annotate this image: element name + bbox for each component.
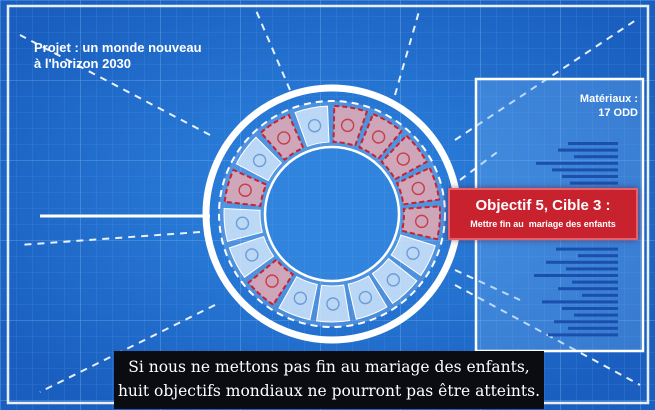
wheel-segment [259,113,305,162]
materials-bar [554,320,618,324]
education-icon [411,181,426,196]
wheel-segment [371,257,418,305]
wheel-segment [223,168,268,207]
wheel-segment [380,134,428,181]
wheel-segment [278,276,318,321]
consumption-icon [245,248,259,262]
climate-icon [235,216,250,230]
ocean-icon [238,183,252,197]
objective-title: Objectif 5, Cible 3 : [475,197,611,214]
cities-icon [265,274,279,288]
project-title-line1: Projet : un monde nouveau [34,40,202,55]
objective-subtitle: Mettre fin au mariage des enfants [470,219,616,229]
materials-bar [552,168,618,172]
subtitle-line1: Si nous ne mettons pas fin au mariage de… [128,358,530,376]
materials-bar [582,293,618,297]
wheel-segment [247,258,295,306]
wheel-segment [400,205,441,241]
objective-card: Objectif 5, Cible 3 : Mettre fin au mari… [448,188,638,240]
work-icon [358,290,373,305]
wheel-inner-ring [263,145,401,283]
materials-count: 17 ODD [598,107,638,119]
materials-bar [566,267,618,271]
energy-icon [386,273,401,287]
materials-bar [574,313,618,317]
subtitle-line2: huit objectifs mondiaux ne pourront pas … [117,382,541,400]
wheel-segment [316,284,351,323]
materials-label-text: Matériaux : [579,93,638,105]
wheel-segment [223,208,263,242]
project-title-line2: à l'horizon 2030 [34,56,132,71]
water-icon [406,246,420,260]
wheel-segment [228,235,275,278]
gender-equality-icon [414,214,429,229]
materials-bar [542,300,618,304]
wheel-segment [235,136,283,182]
materials-bar [556,247,618,251]
materials-bar [534,274,618,277]
wheel-dashed-ring [218,100,446,328]
land-icon [252,153,267,168]
project-title: Projet : un monde nouveau à l'horizon 20… [34,40,202,72]
sdg-wheel [202,84,462,344]
industry-icon [326,297,340,311]
zero-hunger-icon [371,130,386,144]
wheel-segment [347,275,388,320]
materials-label: Matériaux : 17 ODD [520,92,638,120]
materials-bar [562,175,618,178]
materials-bar [572,280,618,284]
inequality-icon [293,291,308,305]
materials-bar [578,254,618,258]
materials-bar [570,181,618,185]
health-icon [396,152,410,166]
wheel-segment [390,234,436,277]
materials-bar [562,307,618,310]
materials-bar [574,155,618,159]
partnership-icon [307,119,322,133]
wheel-segment [332,105,369,148]
materials-bar [558,148,618,152]
wheel-segment [358,112,403,161]
subtitle-box: Si nous ne mettons pas fin au mariage de… [114,351,544,409]
peace-icon [277,131,291,145]
materials-bar [568,142,618,145]
wheel-segments [223,105,441,323]
no-poverty-icon [340,118,355,133]
wheel-segment [395,166,441,206]
materials-bar [568,326,618,330]
materials-bar [548,333,618,337]
materials-bar [558,287,618,291]
wheel-segment [294,105,330,147]
materials-bar [536,161,618,165]
materials-bar [546,260,618,264]
